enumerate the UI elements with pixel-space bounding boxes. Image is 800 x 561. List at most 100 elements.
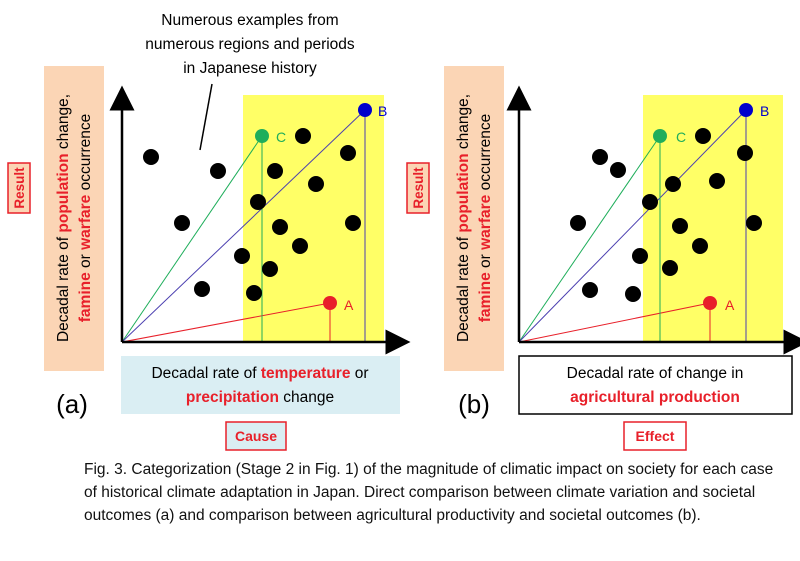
y-axis-label: Decadal rate of population change, famin…: [455, 94, 494, 342]
panel-label: (a): [56, 389, 88, 419]
x-label-text: Decadal rate of: [151, 365, 260, 382]
effect-badge-text: Effect: [636, 428, 675, 444]
data-point: [262, 261, 278, 277]
point-b: [739, 103, 753, 117]
y-label-bold: population: [455, 153, 472, 232]
point-c: [653, 129, 667, 143]
y-label-text: occurrence: [477, 114, 494, 195]
data-point: [174, 215, 190, 231]
data-point: [267, 163, 283, 179]
y-label-text: Decadal rate of: [55, 233, 72, 342]
svg-text:Decadal rate of population cha: Decadal rate of population change,: [455, 94, 472, 342]
panel-b: C B A Decadal rate of population change,…: [406, 66, 800, 451]
y-label-text: or: [77, 250, 94, 272]
point-b-label: B: [378, 103, 387, 119]
point-a: [323, 296, 337, 310]
data-point: [308, 176, 324, 192]
data-point: [592, 149, 608, 165]
data-point: [570, 215, 586, 231]
data-point: [672, 218, 688, 234]
point-c: [255, 129, 269, 143]
y-label-text: or: [477, 250, 494, 272]
data-point: [709, 173, 725, 189]
y-axis-label-box: [44, 66, 104, 371]
annotation: Numerous examples from numerous regions …: [145, 12, 355, 151]
point-a-label: A: [344, 297, 354, 313]
x-label-bold: precipitation: [186, 389, 279, 406]
cause-badge: [225, 421, 287, 451]
x-axis-label-box: [518, 355, 793, 415]
y-label-bold: famine: [477, 272, 494, 322]
data-point: [692, 238, 708, 254]
data-point: [345, 215, 361, 231]
line-b: [518, 109, 747, 343]
y-axis-label-box: [444, 66, 504, 371]
svg-text:Decadal rate of population cha: Decadal rate of population change,: [55, 94, 72, 342]
data-point: [340, 145, 356, 161]
data-point: [662, 260, 678, 276]
data-points: [570, 128, 762, 302]
point-a-label: A: [725, 297, 735, 313]
data-point: [250, 194, 266, 210]
result-badge: [406, 162, 430, 214]
data-point: [737, 145, 753, 161]
y-label-text: change,: [455, 94, 472, 153]
effect-badge: [623, 421, 687, 451]
line-c: [121, 135, 263, 343]
point-c-label: C: [676, 129, 686, 145]
result-badge: [7, 162, 31, 214]
data-point: [272, 219, 288, 235]
data-point: [625, 286, 641, 302]
cause-badge-text: Cause: [235, 428, 277, 444]
y-label-bold: warfare: [77, 194, 94, 251]
y-label-text: occurrence: [77, 114, 94, 195]
panel-label: (b): [458, 389, 490, 419]
x-label-bold: temperature: [261, 365, 351, 382]
data-point: [695, 128, 711, 144]
annotation-pointer: [199, 83, 213, 151]
data-point: [292, 238, 308, 254]
data-point: [610, 162, 626, 178]
svg-text:famine or warfare occurrence: famine or warfare occurrence: [77, 114, 94, 323]
data-point: [746, 215, 762, 231]
annotation-line-3: in Japanese history: [183, 60, 317, 77]
x-axis-label-line-2: precipitation change: [186, 389, 334, 406]
line-b: [121, 109, 366, 343]
point-b: [358, 103, 372, 117]
data-point: [632, 248, 648, 264]
data-point: [246, 285, 262, 301]
annotation-line-2: numerous regions and periods: [145, 36, 355, 53]
data-point: [642, 194, 658, 210]
point-a: [703, 296, 717, 310]
y-label-bold: population: [55, 153, 72, 232]
data-point: [295, 128, 311, 144]
panel-a: C B A Decadal rate of population change,…: [7, 66, 411, 451]
annotation-line-1: Numerous examples from: [161, 12, 338, 29]
result-badge-text: Result: [12, 167, 27, 209]
x-label-text: or: [350, 365, 368, 382]
y-label-bold: warfare: [477, 194, 494, 251]
data-point: [665, 176, 681, 192]
line-a: [518, 302, 711, 343]
data-point: [143, 149, 159, 165]
data-points: [143, 128, 361, 301]
y-label-bold: famine: [77, 272, 94, 322]
x-label-text: change: [279, 389, 334, 406]
data-point: [194, 281, 210, 297]
x-axis-label-bold: agricultural production: [570, 389, 740, 406]
x-axis-label: Decadal rate of temperature or: [151, 365, 368, 382]
figure-canvas: Numerous examples from numerous regions …: [7, 12, 800, 451]
point-b-label: B: [760, 103, 769, 119]
y-label-text: change,: [55, 94, 72, 153]
line-c: [518, 135, 661, 343]
x-axis-label: Decadal rate of change in: [567, 365, 744, 382]
data-point: [210, 163, 226, 179]
y-label-text: Decadal rate of: [455, 233, 472, 342]
figure-caption: Fig. 3. Categorization (Stage 2 in Fig. …: [84, 461, 774, 524]
result-badge-text: Result: [411, 167, 426, 209]
data-point: [234, 248, 250, 264]
point-c-label: C: [276, 129, 286, 145]
x-axis-label-box: [121, 356, 400, 414]
svg-text:famine or warfare occurrence: famine or warfare occurrence: [477, 114, 494, 323]
data-point: [582, 282, 598, 298]
